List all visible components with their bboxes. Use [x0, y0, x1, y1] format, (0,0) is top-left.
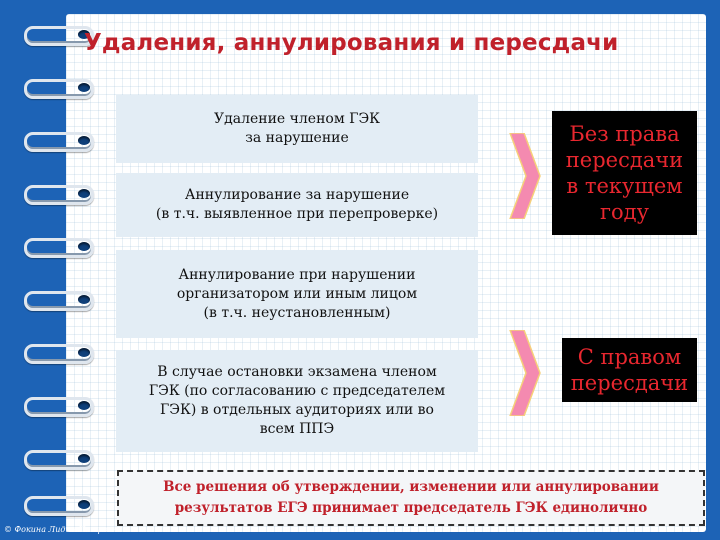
binding-ring-icon: [24, 132, 102, 152]
binding-ring-icon: [24, 79, 102, 99]
binding-ring-icon: [24, 238, 102, 258]
binding-ring-icon: [24, 397, 102, 417]
notebook-binding: [0, 0, 110, 540]
binding-ring-icon: [24, 344, 102, 364]
removal-by-gek-box: Удаление членом ГЭК за нарушение: [116, 95, 478, 163]
binding-ring-icon: [24, 450, 102, 470]
decision-note: Все решения об утверждении, изменении ил…: [117, 470, 705, 526]
outcome-retake-allowed: С правом пересдачи: [562, 338, 697, 402]
binding-ring-icon: [24, 26, 102, 46]
chevron-right-icon: [509, 133, 541, 219]
binding-ring-icon: [24, 496, 102, 516]
copyright-text: © Фокина Лидия Петровна: [4, 525, 123, 534]
binding-ring-icon: [24, 185, 102, 205]
slide-title: Удаления, аннулирования и пересдачи: [84, 30, 619, 56]
chevron-right-icon: [509, 330, 541, 416]
annulment-violation-box: Аннулирование за нарушение (в т.ч. выявл…: [116, 173, 478, 237]
annulment-organizer-box: Аннулирование при нарушении организаторо…: [116, 250, 478, 338]
binding-ring-icon: [24, 291, 102, 311]
exam-stop-box: В случае остановки экзамена членом ГЭК (…: [116, 350, 478, 452]
outcome-no-retake: Без права пересдачи в текущем году: [552, 111, 697, 235]
